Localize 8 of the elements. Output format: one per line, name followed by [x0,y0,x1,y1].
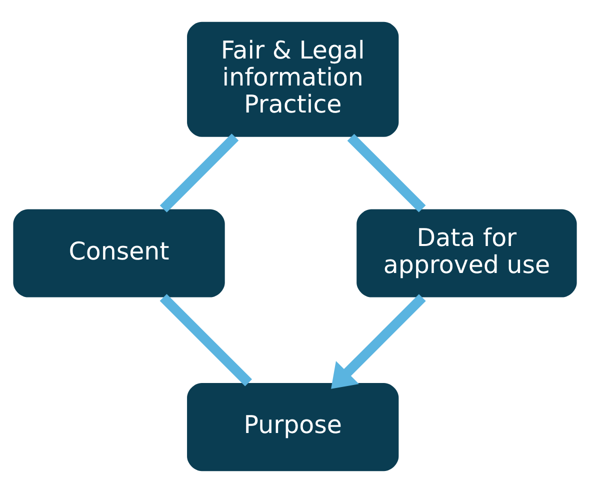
node-box: Fair & Legal information Practice [187,21,399,136]
arrow [331,294,426,388]
node-box: Data for approved use [356,208,577,297]
connector [347,133,426,212]
connector [160,133,239,212]
node-box: Consent [13,208,225,297]
connector [160,294,252,386]
node-box: Purpose [187,382,399,471]
